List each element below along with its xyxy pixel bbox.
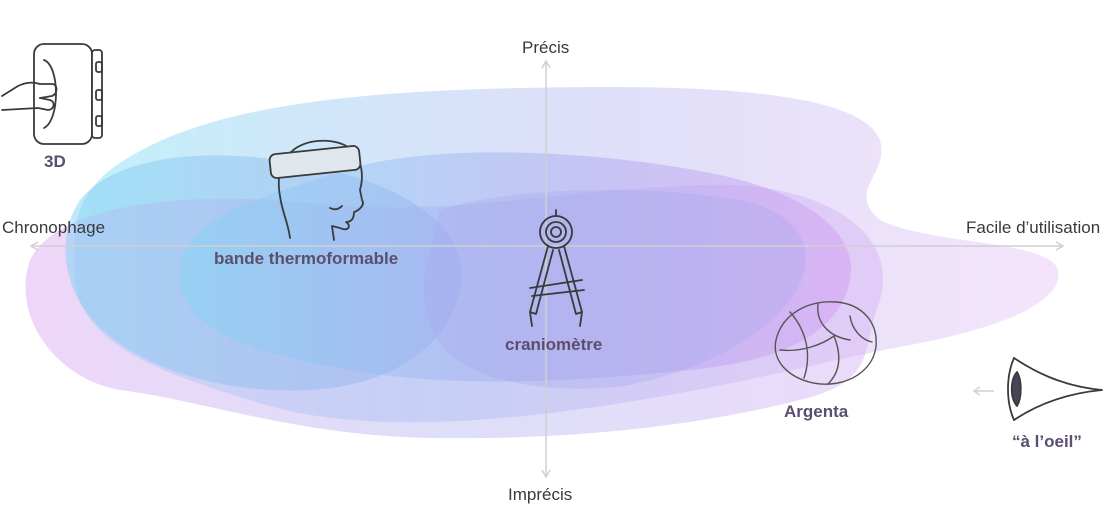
compass-icon <box>529 209 585 327</box>
axis-label-bottom: Imprécis <box>508 485 573 504</box>
3d-scanner-hand-icon <box>1 43 103 145</box>
label-bande-thermoformable: bande thermoformable <box>214 249 399 268</box>
eye-icon <box>1007 357 1103 421</box>
helmet-icon <box>774 301 877 385</box>
head-with-band-icon <box>268 139 364 241</box>
axis-label-top: Précis <box>522 38 570 57</box>
arrow-left-icon <box>972 386 994 396</box>
label-a-loeil: “à l’oeil” <box>1012 432 1082 451</box>
vertical-axis <box>541 59 551 479</box>
blob-inner <box>423 189 806 389</box>
label-argenta: Argenta <box>784 402 849 421</box>
blob-center <box>179 152 852 382</box>
axis-label-left: Chronophage <box>2 218 106 237</box>
label-craniometre: craniomètre <box>505 335 603 354</box>
axis-label-right: Facile d’utilisation <box>966 218 1101 237</box>
label-3d: 3D <box>44 152 66 171</box>
